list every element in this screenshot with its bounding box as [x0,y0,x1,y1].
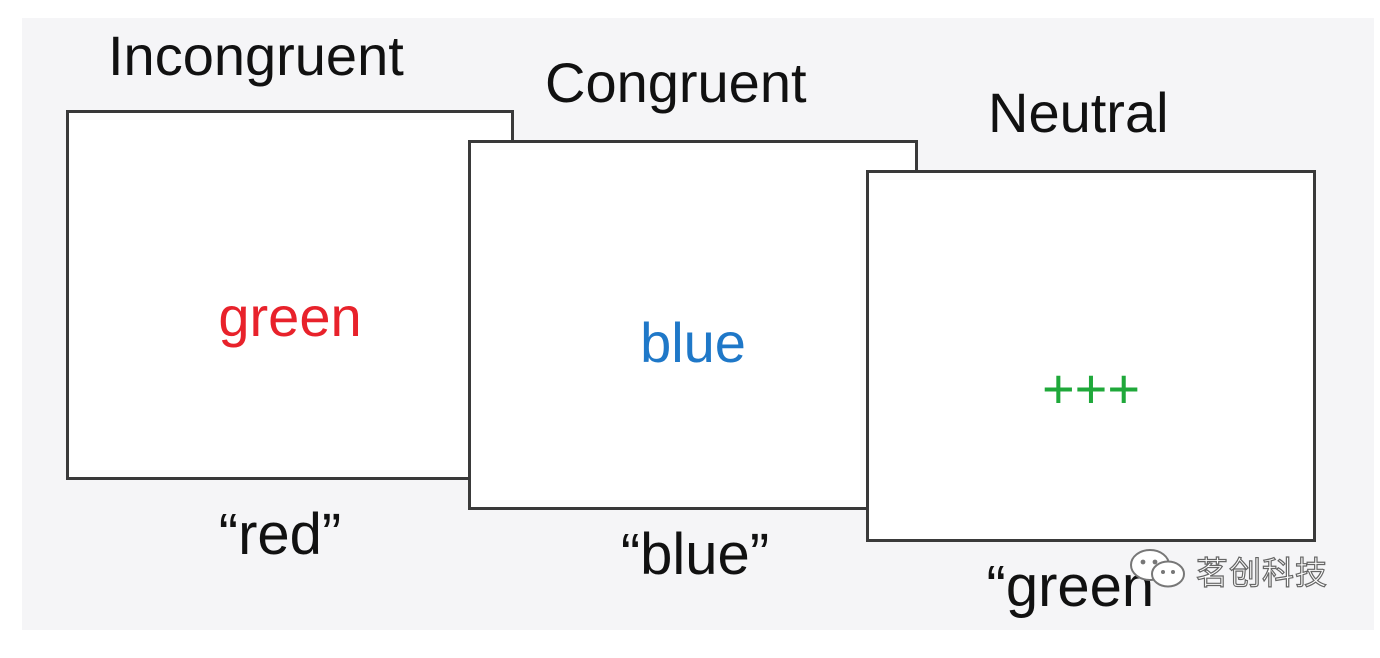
card-neutral: +++ [866,170,1316,542]
wechat-icon [1128,547,1190,596]
response-incongruent: “red” [218,502,342,567]
heading-neutral: Neutral [988,81,1169,144]
stimulus-word-neutral: +++ [1041,357,1141,420]
stimulus-word-congruent: blue [640,311,746,374]
response-congruent: “blue” [620,522,770,587]
stimulus-word-incongruent: green [218,285,362,348]
watermark-text: 茗创科技 [1195,553,1329,592]
watermark: 茗创科技 [1128,547,1329,596]
heading-incongruent: Incongruent [108,24,404,87]
card-congruent: blue [468,140,918,510]
card-incongruent: green [66,110,514,480]
heading-congruent: Congruent [545,51,807,114]
